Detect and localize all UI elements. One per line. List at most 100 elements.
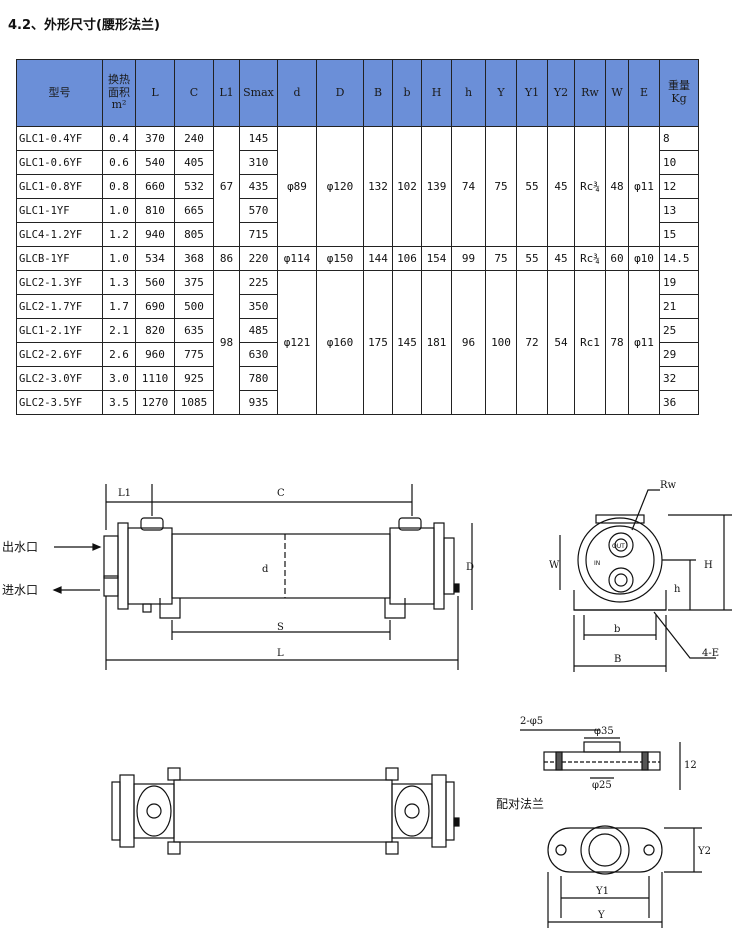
table-row: GLC1-0.8YF 0.8 660 532 435 12 — [16, 174, 699, 199]
col-W: W — [605, 59, 629, 127]
col-L1: L1 — [213, 59, 240, 127]
cell-E: φ11 — [628, 270, 660, 415]
cell-Rw: Rc1 — [574, 270, 606, 415]
mating-flange-title: 配对法兰 — [496, 797, 544, 811]
cell-Smax: 225 — [239, 270, 278, 295]
flange-Y-label: Y — [597, 910, 605, 921]
cell-weight: 32 — [659, 366, 699, 391]
cell-C: 805 — [174, 222, 214, 247]
cell-h: 96 — [451, 270, 486, 415]
cell-Smax: 485 — [239, 318, 278, 343]
col-B: B — [363, 59, 393, 127]
col-C: C — [174, 59, 214, 127]
cell-area: 0.8 — [102, 174, 136, 199]
cell-Smax: 435 — [239, 174, 278, 199]
cell-D: φ150 — [316, 246, 364, 271]
table-row: GLC1-0.6YF 0.6 540 405 310 10 — [16, 150, 699, 175]
table-header-row: 型号 换热 面积 m² L C L1 Smax d D B b H h Y Y1… — [16, 59, 699, 127]
dim-B-label: B — [614, 654, 621, 665]
col-Smax: Smax — [239, 59, 278, 127]
cell-Smax: 350 — [239, 294, 278, 319]
cell-model: GLC1-0.8YF — [16, 174, 103, 199]
cell-C: 1085 — [174, 390, 214, 415]
cell-area: 1.3 — [102, 270, 136, 295]
cell-Smax: 935 — [239, 390, 278, 415]
cell-C: 635 — [174, 318, 214, 343]
col-Y1: Y1 — [516, 59, 548, 127]
dim-L-label: L — [277, 648, 284, 659]
cell-C: 665 — [174, 198, 214, 223]
cell-C: 368 — [174, 246, 214, 271]
table-row: GLC2-1.7YF 1.7 690 500 350 21 — [16, 294, 699, 319]
cell-L: 560 — [135, 270, 175, 295]
cell-D: φ120 — [316, 126, 364, 247]
dim-L1-label: L1 — [118, 488, 131, 499]
cell-area: 2.1 — [102, 318, 136, 343]
table-row: GLC1-1YF 1.0 810 665 570 13 — [16, 198, 699, 223]
mating-flange — [547, 825, 702, 928]
cell-model: GLC1-2.1YF — [16, 318, 103, 343]
cell-Y: 75 — [485, 246, 517, 271]
table-row: GLC2-3.5YF 3.5 1270 1085 935 36 — [16, 390, 699, 415]
front-view — [52, 484, 473, 670]
table-row: GLC1-0.4YF 0.4 370 240 67 145 φ89 φ120 1… — [16, 126, 699, 247]
cell-C: 240 — [174, 126, 214, 151]
table-row: GLC2-3.0YF 3.0 1110 925 780 32 — [16, 366, 699, 391]
col-D: D — [316, 59, 364, 127]
cell-b: 145 — [392, 270, 422, 415]
cell-weight: 19 — [659, 270, 699, 295]
col-E: E — [628, 59, 660, 127]
cell-d: φ114 — [277, 246, 317, 271]
cell-h: 99 — [451, 246, 486, 271]
dim-b-label: b — [614, 624, 620, 635]
cell-weight: 25 — [659, 318, 699, 343]
cell-E: φ10 — [628, 246, 660, 271]
cell-C: 532 — [174, 174, 214, 199]
cell-L: 540 — [135, 150, 175, 175]
cell-C: 500 — [174, 294, 214, 319]
dim-D-label: D — [466, 562, 474, 573]
cell-model: GLC2-3.5YF — [16, 390, 103, 415]
cell-Smax: 145 — [239, 126, 278, 151]
cell-D: φ160 — [316, 270, 364, 415]
cell-L: 1110 — [135, 366, 175, 391]
col-Y: Y — [485, 59, 517, 127]
cell-model: GLC1-1YF — [16, 198, 103, 223]
dimension-table: 型号 换热 面积 m² L C L1 Smax d D B b H h Y Y1… — [16, 59, 699, 415]
cell-model: GLCB-1YF — [16, 246, 103, 271]
cell-E: φ11 — [628, 126, 660, 247]
col-L: L — [135, 59, 175, 127]
dim-Rw-label: Rw — [660, 480, 677, 491]
cell-model: GLC1-0.4YF — [16, 126, 103, 151]
cell-W: 60 — [605, 246, 629, 271]
cell-L: 370 — [135, 126, 175, 151]
cell-Y: 100 — [485, 270, 517, 415]
cell-L: 660 — [135, 174, 175, 199]
cell-C: 375 — [174, 270, 214, 295]
col-weight: 重量 Kg — [659, 59, 699, 127]
col-Y2: Y2 — [547, 59, 575, 127]
cell-Smax: 780 — [239, 366, 278, 391]
cell-area: 2.6 — [102, 342, 136, 367]
end-view — [559, 489, 732, 672]
cell-area: 1.7 — [102, 294, 136, 319]
cell-L: 940 — [135, 222, 175, 247]
col-H: H — [421, 59, 452, 127]
cell-area: 0.4 — [102, 126, 136, 151]
cell-Y2: 45 — [547, 126, 575, 247]
cell-H: 181 — [421, 270, 452, 415]
cell-H: 154 — [421, 246, 452, 271]
flange-section — [520, 729, 681, 790]
cell-b: 102 — [392, 126, 422, 247]
cell-area: 1.0 — [102, 198, 136, 223]
cell-W: 48 — [605, 126, 629, 247]
cell-L1: 98 — [213, 270, 240, 415]
cell-weight: 8 — [659, 126, 699, 151]
dim-h-label: h — [674, 584, 681, 595]
cell-H: 139 — [421, 126, 452, 247]
table-row: GLC2-1.3YF 1.3 560 375 98 225 φ121 φ160 … — [16, 270, 699, 415]
cell-Smax: 630 — [239, 342, 278, 367]
plan-view — [111, 767, 460, 855]
cell-weight: 36 — [659, 390, 699, 415]
cell-Smax: 220 — [239, 246, 278, 271]
